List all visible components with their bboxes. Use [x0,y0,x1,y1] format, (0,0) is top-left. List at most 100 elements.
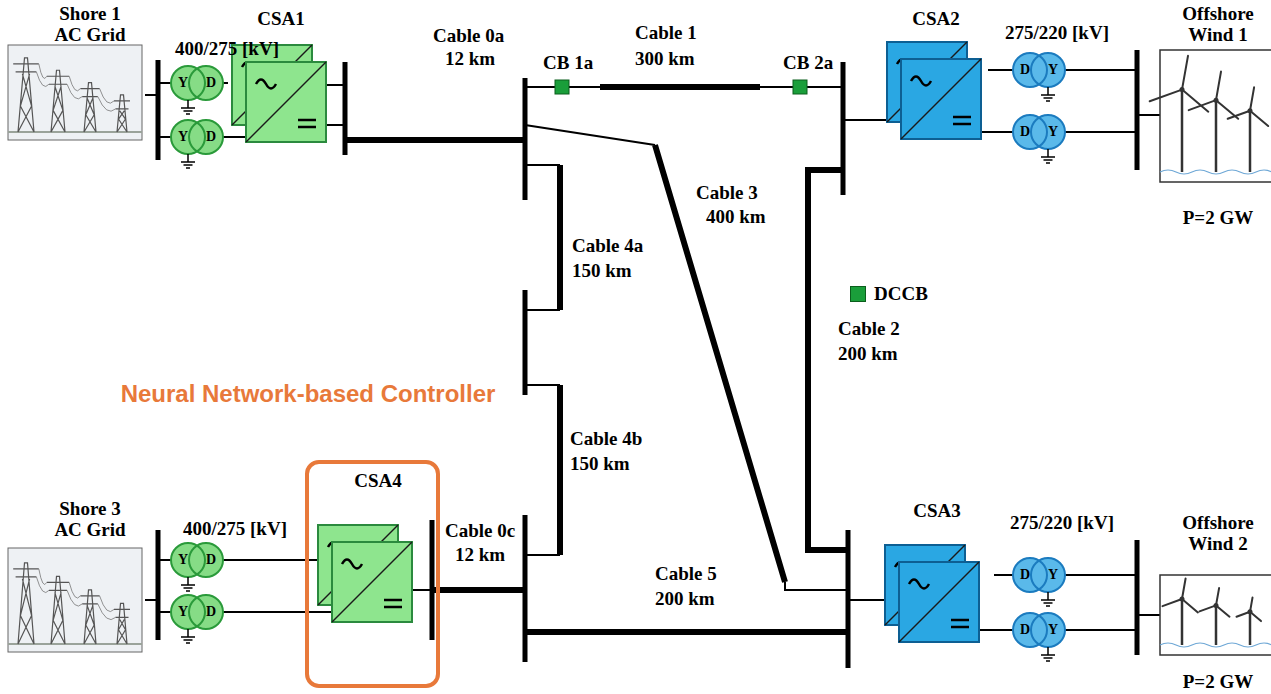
converter-box [899,562,979,642]
ground-symbol [1041,87,1055,101]
dc-symbol [298,120,316,127]
ac-grid-box: Shore 1 AC Grid [5,3,145,145]
wind-farm-illustration [1150,50,1271,182]
converter-diagonal [332,542,412,622]
ground-symbol [1041,149,1055,163]
breaker-label: CB 2a [783,52,833,74]
dc-symbol [384,600,402,607]
wind-farm-box: Offshore Wind 2 P=2 GW [1160,512,1271,692]
winding-label: D [205,129,217,145]
station-name: Shore 1 AC Grid [50,3,130,45]
power-rating: P=2 GW [1160,207,1271,228]
dc-symbol [953,117,971,124]
wind-farm-illustration [1160,575,1271,655]
winding-label: Y [1047,567,1059,583]
cable-label: 400/275 [kV] [175,38,279,60]
legend-text: DCCB [874,283,928,304]
cable-label: Cable 0a [433,25,504,47]
cable-label: Cable 5 [655,563,717,585]
winding-label: Y [177,604,189,620]
circuit-breaker [793,80,807,94]
power-rating: P=2 GW [1160,671,1271,692]
ground-symbol [181,100,195,114]
transformer-symbol [1013,115,1065,163]
transformer-symbol [1013,558,1065,606]
transformer-symbol [171,543,223,591]
winding-label: Y [1047,62,1059,78]
winding-label: D [205,604,217,620]
converter-symbol [318,525,412,622]
legend-swatch [850,286,866,302]
cable-label: Cable 0c [445,520,515,542]
ground-symbol [181,577,195,591]
converter-diagonal [899,562,979,642]
dc-symbol [951,620,969,627]
ac-grid-illustration [8,548,142,652]
converter-box [332,542,412,622]
converter-station: CSA3 [880,500,994,645]
ac-grid-box: Shore 3 AC Grid [5,498,145,656]
ground-symbol [1041,592,1055,606]
winding-label: D [205,75,217,91]
ac-grid-illustration [8,45,142,140]
winding-label: Y [1047,124,1059,140]
converter-symbol [887,42,981,139]
station-name: CSA1 [228,8,334,29]
cable-label: 200 km [838,343,898,365]
cable-label: Cable 2 [838,318,900,340]
converter-symbol [885,545,979,642]
converter-box [246,62,326,142]
cable-label: 150 km [570,453,630,475]
converter-symbol [232,45,326,142]
station-name: CSA4 [317,470,439,491]
transformer-symbol [1013,613,1065,661]
transformer-symbol [171,66,223,114]
controller-highlight: Neural Network-based ControllerCSA4 [305,460,440,688]
cable-label: Cable 3 [696,182,758,204]
cable-label: Cable 1 [635,22,697,44]
converter-diagonal [246,62,326,142]
winding-label: Y [177,75,189,91]
converter-box [901,59,981,139]
winding-label: D [1019,124,1031,140]
ac-symbol [256,80,276,89]
ac-connection [145,560,317,600]
ground-symbol [181,629,195,643]
cable-label: 12 km [445,48,495,70]
converter-station: CSA1 [228,8,334,144]
cable-label: 200 km [655,588,715,610]
converter-station: CSA4 [317,470,439,642]
winding-label: Y [177,129,189,145]
ac-symbol [342,560,362,569]
controller-title: Neural Network-based Controller [118,378,498,409]
transformer-symbol [1013,53,1065,101]
winding-label: D [1019,62,1031,78]
winding-label: Y [177,552,189,568]
transformer-symbol [171,120,223,168]
cable-label: 275/220 [kV] [1010,512,1114,534]
converter-station: CSA2 [884,8,988,144]
circuit-breaker [555,80,569,94]
station-name: Offshore Wind 1 [1160,3,1271,45]
ac-symbol [911,77,931,86]
cable-label: 400/275 [kV] [183,518,287,540]
winding-label: Y [1047,622,1059,638]
cable-label: Cable 4a [572,235,643,257]
cable-label: 150 km [572,260,632,282]
breaker-label: CB 1a [543,52,593,74]
station-name: Offshore Wind 2 [1160,512,1271,554]
ground-symbol [181,154,195,168]
ac-symbol [909,580,929,589]
ground-symbol [1041,647,1055,661]
legend-entry: DCCB [850,283,928,304]
winding-label: D [1019,622,1031,638]
cable-label: 400 km [706,206,766,228]
dc-cables [345,87,848,632]
cable-label: 12 km [455,544,505,566]
station-name: Shore 3 AC Grid [50,498,130,540]
wind-farm-box: Offshore Wind 1 P=2 GW [1160,3,1271,228]
station-name: CSA2 [884,8,988,29]
